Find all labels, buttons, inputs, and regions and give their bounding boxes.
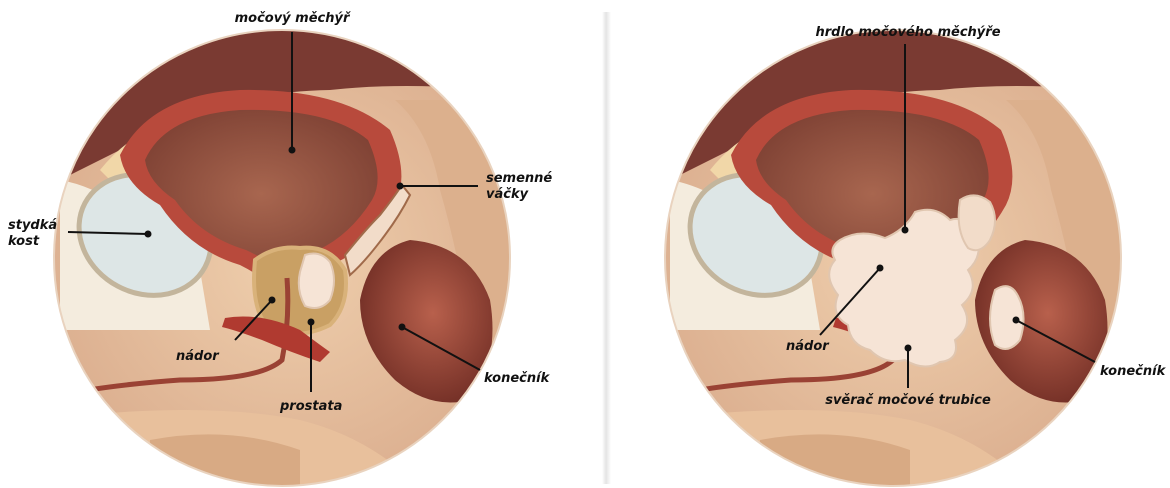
dot-bladder-neck — [902, 227, 909, 234]
tumor-vesicle-invasion — [959, 195, 995, 250]
label-bladder-neck: hrdlo močového měchýře — [815, 25, 1000, 40]
dot-tumor-right — [877, 265, 884, 272]
dot-sphincter — [905, 345, 912, 352]
label-tumor-right: nádor — [786, 339, 830, 354]
label-sphincter: svěrač močové trubice — [825, 393, 991, 408]
label-rectum-right: konečník — [1100, 364, 1167, 379]
right-circle-content — [650, 20, 1150, 488]
dot-rectum-right — [1013, 317, 1020, 324]
